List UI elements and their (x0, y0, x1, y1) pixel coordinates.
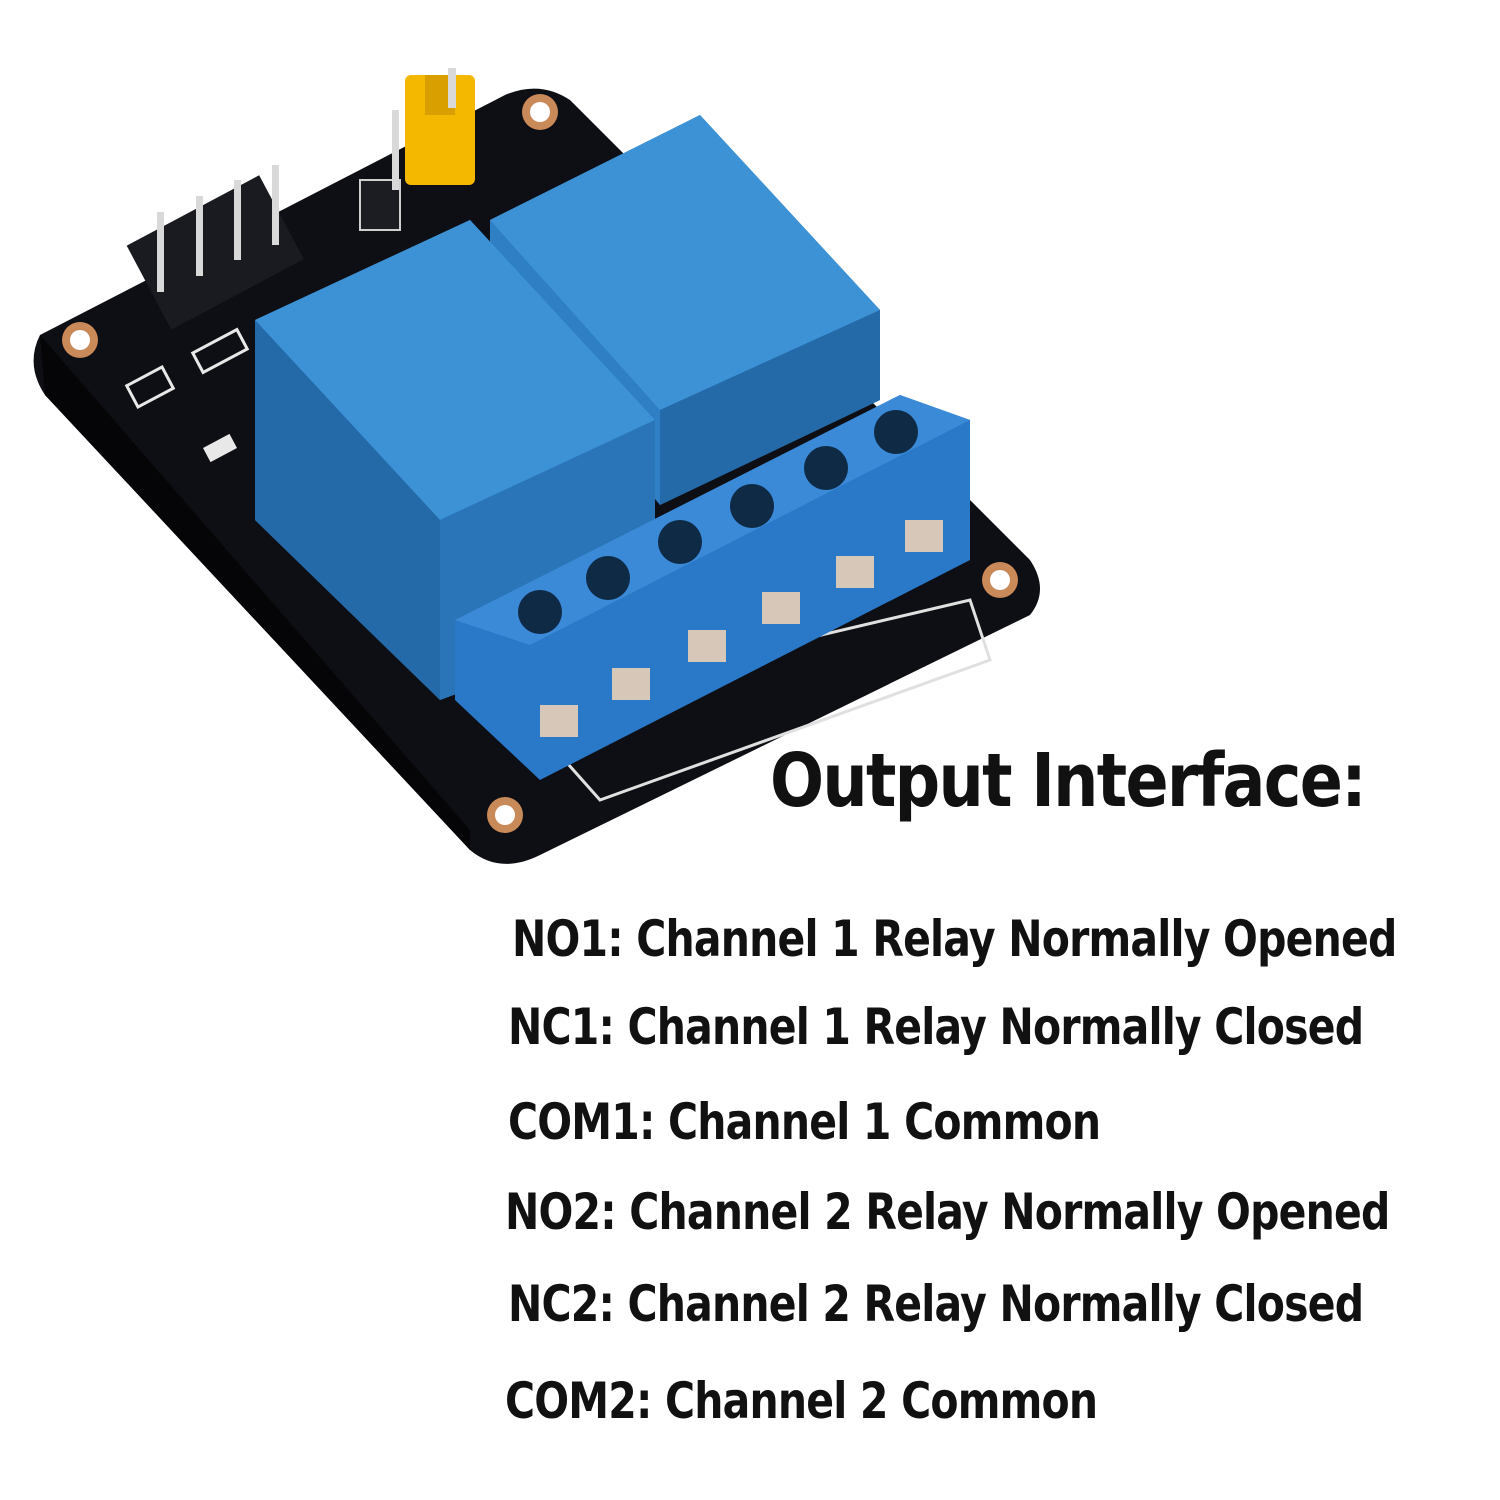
definition-nc2: NC2: Channel 2 Relay Normally Closed (508, 1275, 1364, 1333)
definition-com1: COM1: Channel 1 Common (508, 1093, 1101, 1151)
definition-no1: NO1: Channel 1 Relay Normally Opened (512, 910, 1397, 968)
terminal-block (455, 395, 970, 780)
definition-nc1: NC1: Channel 1 Relay Normally Closed (508, 998, 1364, 1056)
definition-com2: COM2: Channel 2 Common (505, 1372, 1098, 1430)
definition-no2: NO2: Channel 2 Relay Normally Opened (505, 1183, 1390, 1241)
relay-module-image (33, 68, 1041, 864)
jumper (405, 68, 475, 185)
output-interface-heading: Output Interface: (770, 738, 1367, 824)
header-pins (126, 110, 399, 330)
